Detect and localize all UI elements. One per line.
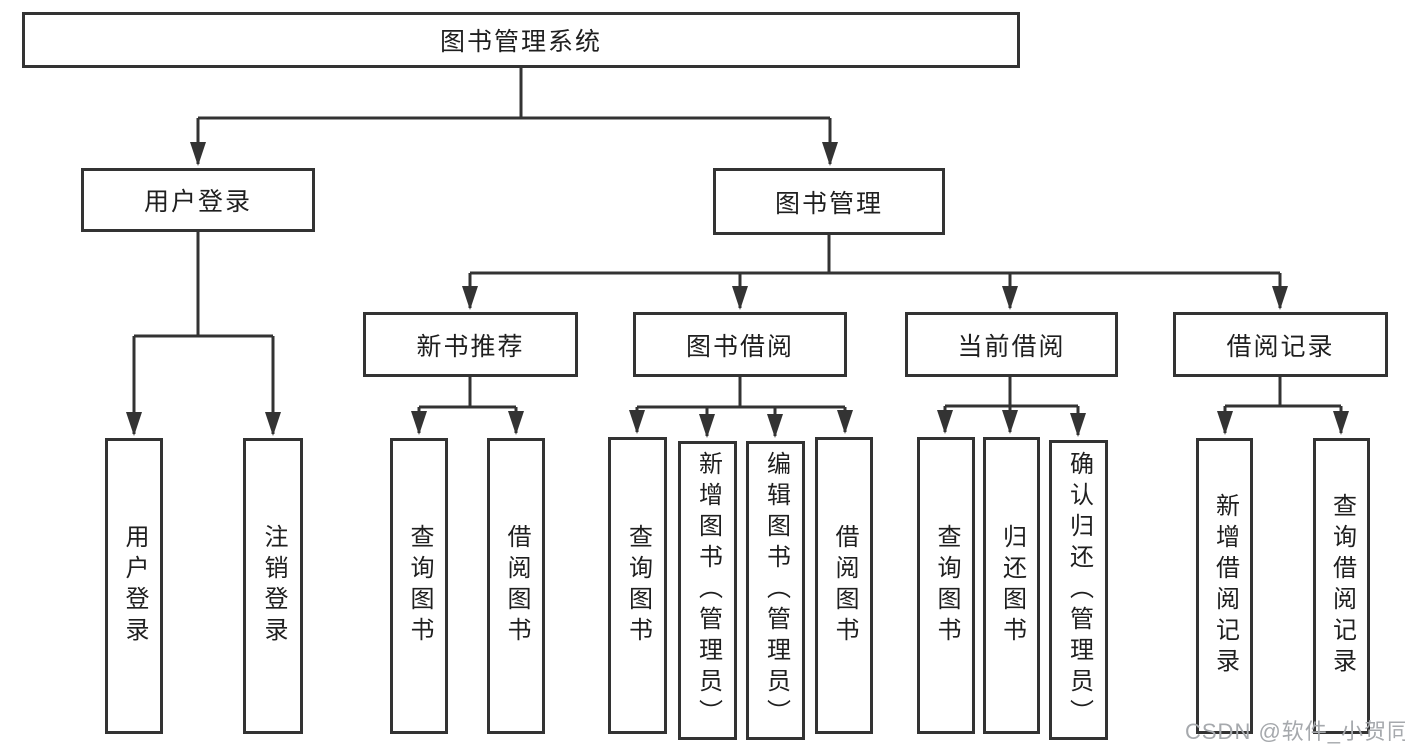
leaf-label: 借阅图书: [831, 523, 858, 648]
node-user-login: 用户登录: [81, 168, 315, 232]
leaf-borrow-edit-admin: 编辑图书（管理员）: [746, 441, 805, 740]
leaf-current-confirm-admin: 确认归还（管理员）: [1049, 440, 1108, 740]
leaf-label: 新增借阅记录: [1211, 493, 1239, 679]
leaf-label: 确认归还（管理员）: [1065, 450, 1093, 730]
node-new-book-recommend: 新书推荐: [363, 312, 578, 377]
leaf-borrow-query: 查询图书: [608, 437, 667, 734]
leaf-label: 查询借阅记录: [1328, 493, 1356, 679]
node-current-borrow: 当前借阅: [905, 312, 1118, 377]
leaf-label: 用户登录: [121, 524, 148, 648]
leaf-newbooks-borrow: 借阅图书: [487, 438, 545, 734]
leaf-label: 归还图书: [998, 523, 1026, 648]
leaf-label: 编辑图书（管理员）: [762, 451, 790, 730]
leaf-user-login: 用户登录: [105, 438, 163, 734]
leaf-label: 查询图书: [406, 524, 433, 648]
leaf-label: 注销登录: [260, 524, 287, 648]
leaf-label: 借阅图书: [503, 524, 530, 648]
leaf-label: 新增图书（管理员）: [694, 451, 722, 730]
node-root: 图书管理系统: [22, 12, 1020, 68]
leaf-current-return: 归还图书: [983, 437, 1040, 734]
node-book-borrow: 图书借阅: [633, 312, 847, 377]
node-borrow-records: 借阅记录: [1173, 312, 1388, 377]
leaf-logout: 注销登录: [243, 438, 303, 734]
csdn-watermark: CSDN @软件_小贺同学: [1185, 719, 1405, 744]
leaf-records-add: 新增借阅记录: [1196, 438, 1253, 734]
leaf-borrow-borrow: 借阅图书: [815, 437, 873, 734]
leaf-newbooks-query: 查询图书: [390, 438, 448, 734]
node-book-management: 图书管理: [713, 168, 945, 235]
leaf-label: 查询图书: [624, 523, 652, 648]
leaf-label: 查询图书: [933, 523, 960, 648]
leaf-current-query: 查询图书: [917, 437, 975, 734]
leaf-records-query: 查询借阅记录: [1313, 438, 1370, 734]
leaf-borrow-add-admin: 新增图书（管理员）: [678, 441, 737, 740]
